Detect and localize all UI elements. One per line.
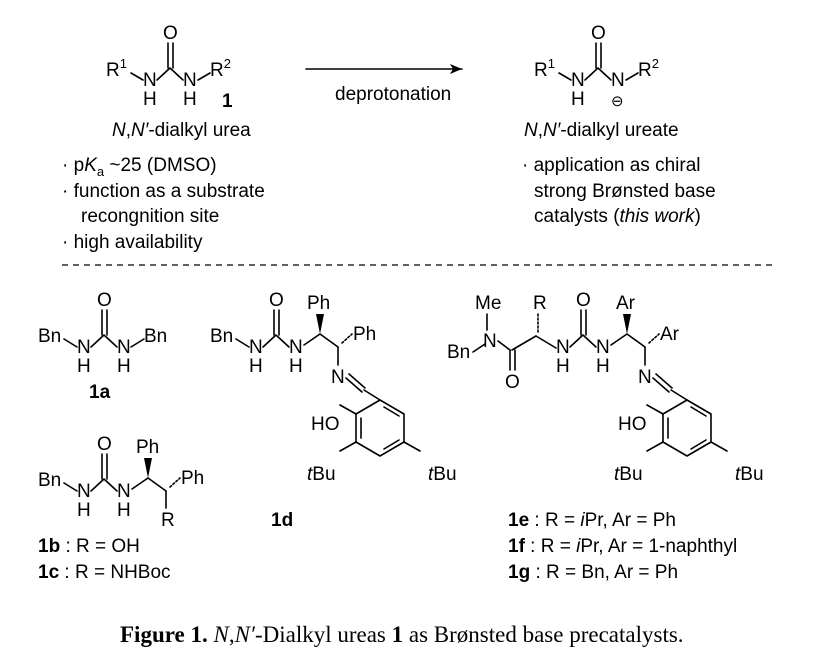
arrow-label: deprotonation — [335, 84, 451, 105]
compound-1d-label: 1d — [271, 510, 293, 531]
n-atom: N — [143, 70, 157, 91]
figure-number: Figure 1. — [120, 622, 208, 647]
ph-label: Ph — [136, 437, 159, 458]
n-atom: N — [117, 481, 131, 502]
n-atom: N — [611, 70, 625, 91]
ureate-name: N,N′-dialkyl ureate — [524, 120, 679, 141]
r-label: R — [533, 293, 547, 314]
negative-charge: ⊖ — [611, 93, 624, 110]
urea-structure: R1 N H O N H R2 1 N,N′-dialkyl urea — [106, 23, 251, 141]
o-atom: O — [576, 290, 591, 311]
compound-1e-1g-structure: Me Bn N O R N H O N H Ar Ar N — [447, 290, 764, 583]
ph-label: Ph — [307, 293, 330, 314]
bn-label: Bn — [144, 326, 167, 347]
r2-label: R2 — [210, 56, 231, 81]
ph-label: Ph — [181, 468, 204, 489]
h-atom: H — [556, 356, 570, 377]
n-atom: N — [331, 367, 345, 388]
ureate-properties-list: · application as chiral strong Brønsted … — [522, 155, 716, 227]
h-atom: H — [77, 500, 91, 521]
tbu-label: tBu — [307, 464, 336, 485]
compound-1b-1c-structure: Bn N H O N H Ph Ph R 1b : R = OH 1c : R … — [38, 434, 204, 583]
compound-1f-def: 1f : R = iPr, Ar = 1-naphthyl — [508, 536, 737, 557]
compound-1c-def: 1c : R = NHBoc — [38, 562, 171, 583]
n-atom: N — [183, 70, 197, 91]
h-atom: H — [596, 356, 610, 377]
compound-1g-def: 1g : R = Bn, Ar = Ph — [508, 562, 678, 583]
bn-label: Bn — [210, 326, 233, 347]
compound-1b-def: 1b : R = OH — [38, 536, 140, 557]
n-atom: N — [289, 337, 303, 358]
r1-sup: 1 — [120, 56, 127, 71]
bullet-item: · pKa ~25 (DMSO) — [62, 155, 217, 179]
o-atom: O — [97, 434, 112, 455]
figure-caption: Figure 1. N,N′-Dialkyl ureas 1 as Brønst… — [120, 622, 684, 647]
o-atom: O — [163, 23, 178, 44]
n-atom: N — [596, 337, 610, 358]
h-atom: H — [571, 89, 585, 110]
r-label: R — [161, 510, 175, 531]
deprotonation-arrow: deprotonation — [305, 64, 463, 105]
r1-label: R1 — [106, 56, 127, 81]
n-atom: N — [571, 70, 585, 91]
compound-1d-structure: Bn N H O N H Ph Ph N HO tBu tBu 1d — [210, 290, 457, 531]
compound-1a-label: 1a — [89, 382, 111, 403]
urea-properties-list: · pKa ~25 (DMSO) · function as a substra… — [62, 155, 265, 253]
o-atom: O — [505, 372, 520, 393]
h-atom: H — [143, 89, 157, 110]
h-atom: H — [289, 356, 303, 377]
h-atom: H — [249, 356, 263, 377]
r1-label: R1 — [534, 56, 555, 81]
bn-label: Bn — [38, 470, 61, 491]
o-atom: O — [269, 290, 284, 311]
n-atom: N — [483, 331, 497, 352]
bullet-item: · high availability — [62, 232, 203, 253]
tbu-label: tBu — [614, 464, 643, 485]
ar-label: Ar — [616, 293, 636, 314]
n-atom: N — [556, 337, 570, 358]
n-atom: N — [249, 337, 263, 358]
urea-number: 1 — [222, 91, 233, 112]
compound-1e-def: 1e : R = iPr, Ar = Ph — [508, 510, 676, 531]
h-atom: H — [77, 356, 91, 377]
bullet-item: · application as chiral — [522, 155, 700, 176]
o-atom: O — [591, 23, 606, 44]
n-atom: N — [638, 367, 652, 388]
bullet-item: · function as a substrate — [62, 181, 265, 202]
ph-label: Ph — [353, 324, 376, 345]
ho-label: HO — [311, 414, 340, 435]
h-atom: H — [117, 500, 131, 521]
n-atom: N — [117, 337, 131, 358]
ar-label: Ar — [660, 324, 680, 345]
compound-1a-structure: Bn N H O N H Bn 1a — [38, 290, 167, 403]
r2-label: R2 — [638, 56, 659, 81]
ho-label: HO — [618, 414, 647, 435]
bullet-item-continued: strong Brønsted base — [534, 181, 716, 202]
bn-label: Bn — [447, 342, 470, 363]
tbu-label: tBu — [428, 464, 457, 485]
tbu-label: tBu — [735, 464, 764, 485]
n-atom: N — [77, 481, 91, 502]
bn-label: Bn — [38, 326, 61, 347]
o-atom: O — [97, 290, 112, 311]
bullet-item-continued: recongnition site — [81, 206, 219, 227]
n-atom: N — [77, 337, 91, 358]
ureate-structure: R1 N H O N ⊖ R2 N,N′-dialkyl ureate — [524, 23, 679, 141]
urea-name: N,N′-dialkyl urea — [112, 120, 251, 141]
h-atom: H — [117, 356, 131, 377]
bullet-item-continued: catalysts (this work) — [534, 206, 701, 227]
h-atom: H — [183, 89, 197, 110]
me-label: Me — [475, 293, 501, 314]
